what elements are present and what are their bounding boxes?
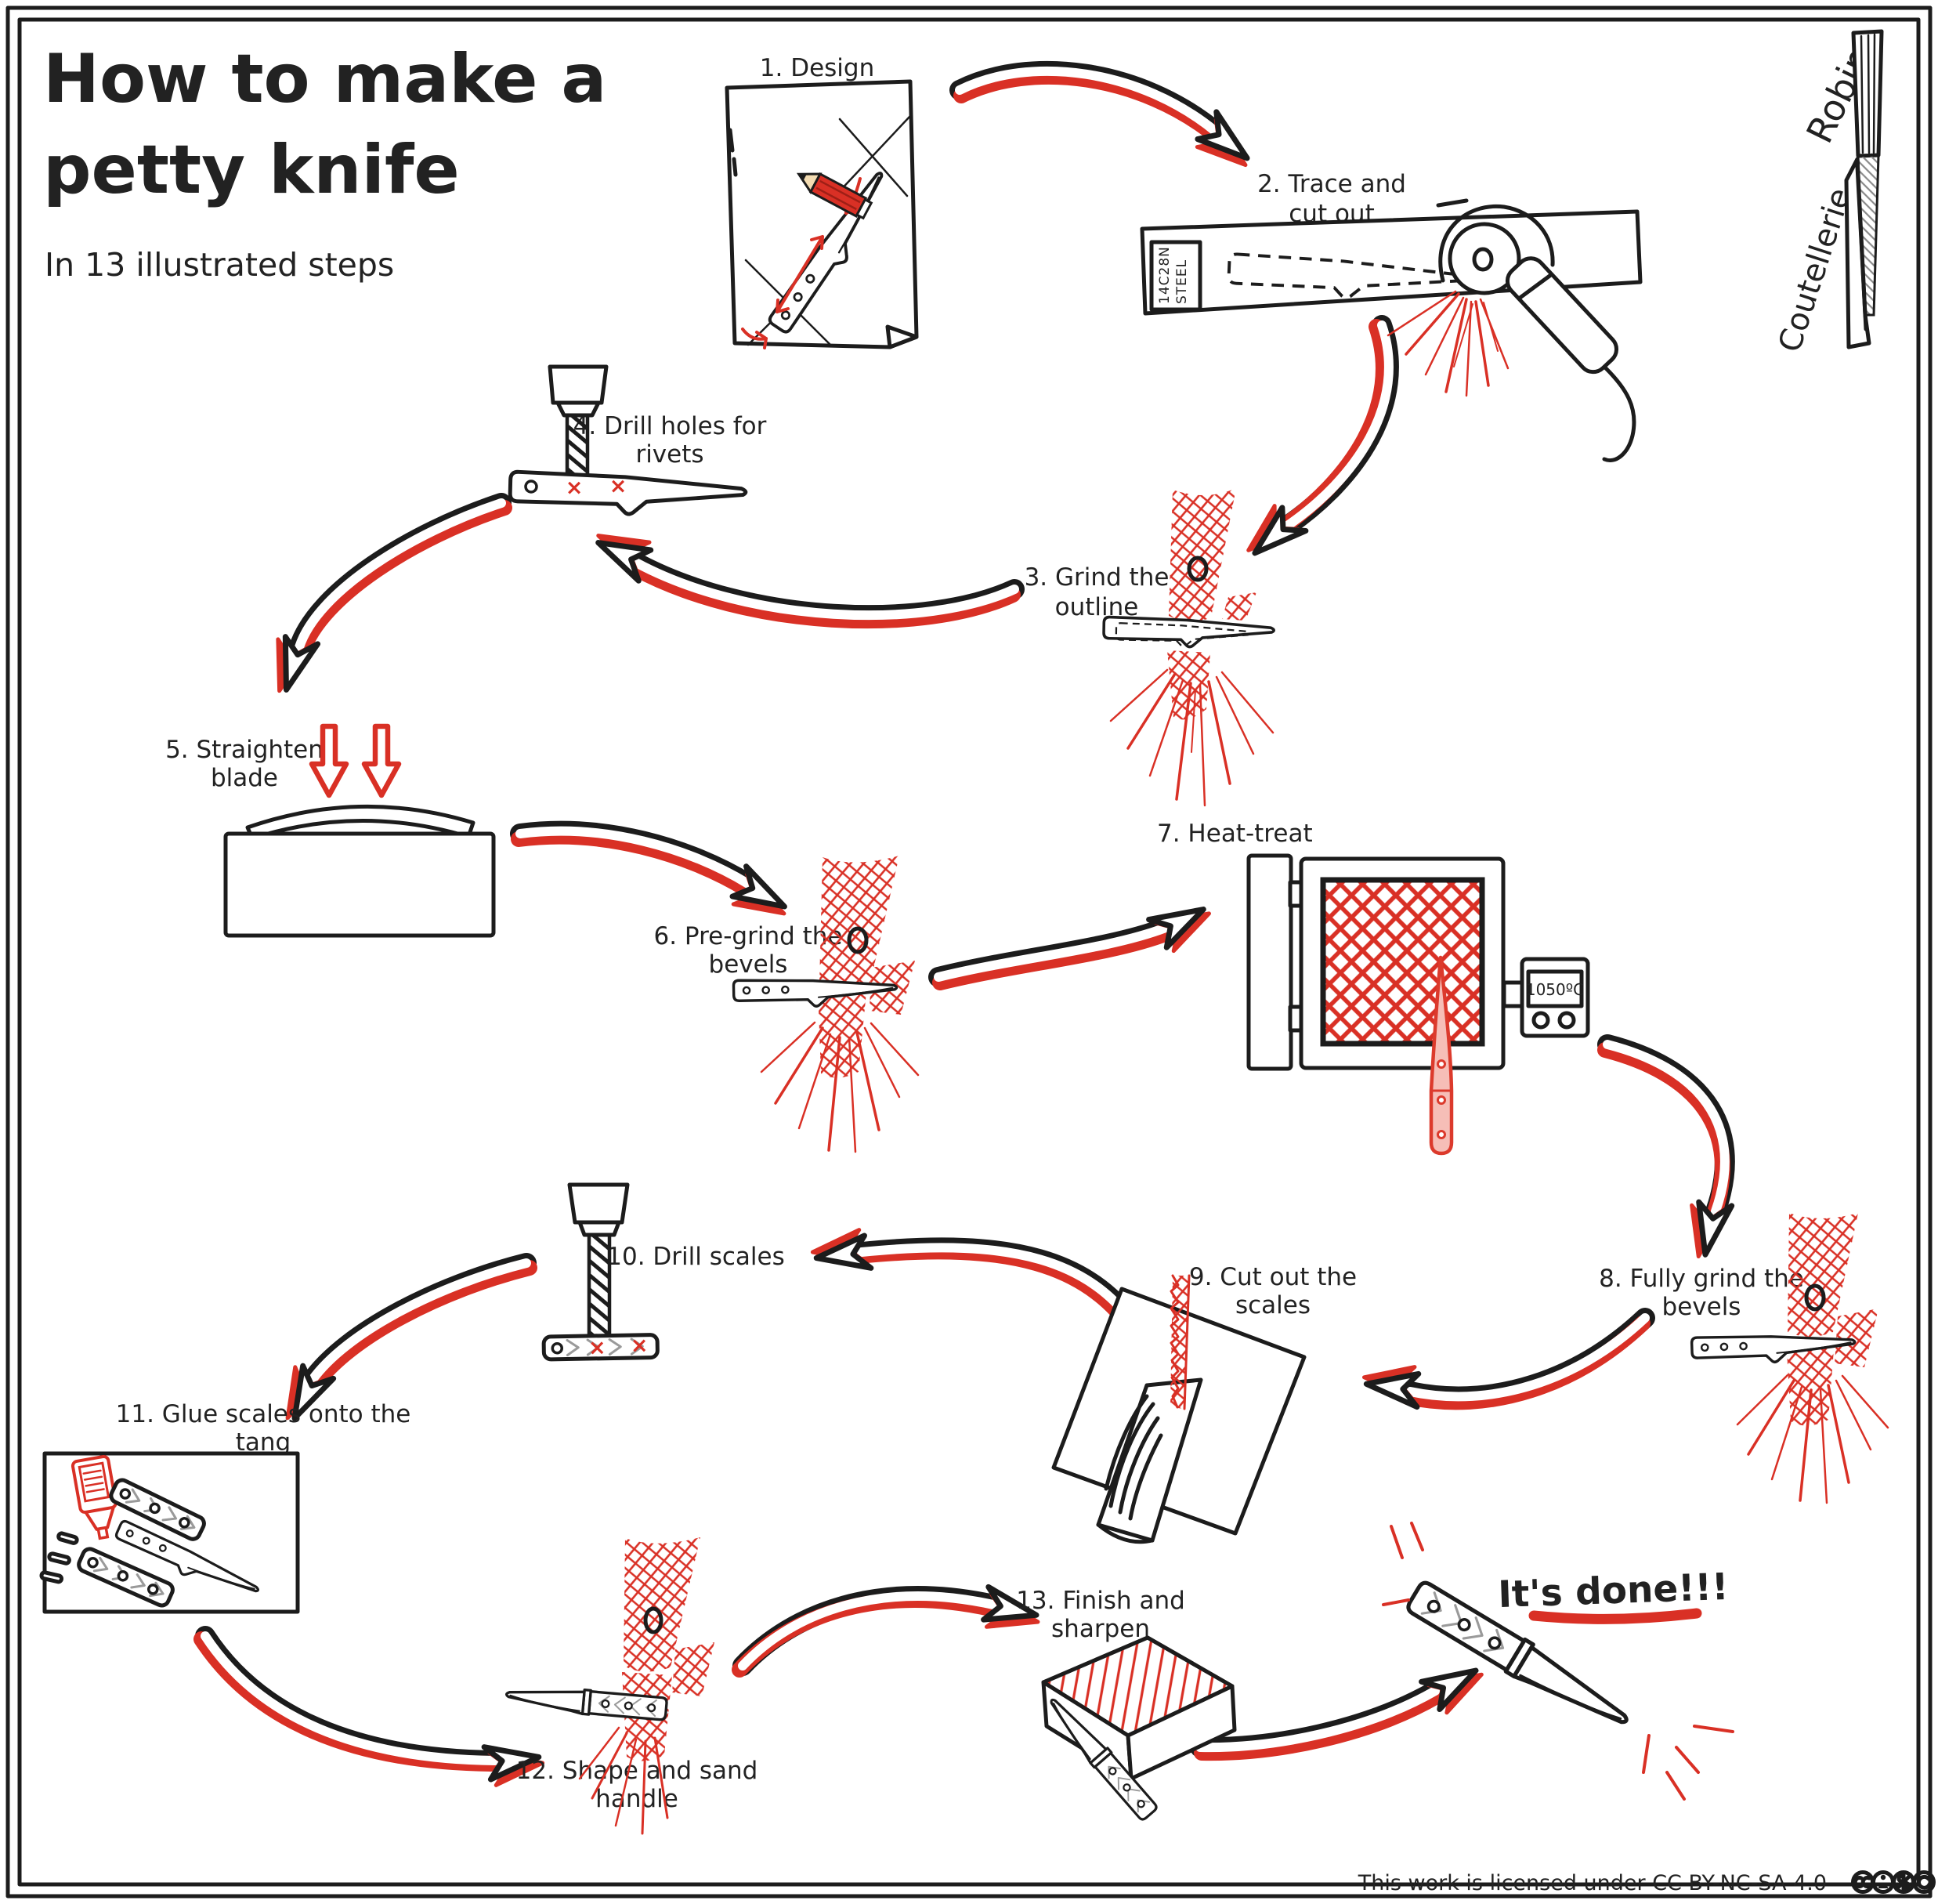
oven-temperature-readout: 1050ºC — [1526, 980, 1584, 999]
step-10: 10. Drill scales × × — [541, 1182, 785, 1362]
step-4: 4. Drill holes for rivets × × — [510, 364, 767, 517]
step-5-label-line1: 5. Straighten — [165, 736, 324, 764]
flow-arrow-4-5 — [263, 493, 512, 697]
anvil-block — [223, 831, 496, 938]
flow-arrow-13-done — [1190, 1656, 1490, 1761]
flow-arrow-9-10 — [811, 1229, 1144, 1336]
step-11-label-line1: 11. Glue scales onto the — [116, 1400, 411, 1428]
pencil-icon — [796, 172, 873, 220]
scale-drill-mark-2: × — [631, 1334, 649, 1358]
flow-arrow-7-8 — [1597, 1034, 1735, 1261]
belt-grinder-belt — [1167, 488, 1256, 720]
step-13-label-line1: 13. Finish and — [1016, 1587, 1185, 1615]
sand-sparks — [578, 1726, 669, 1835]
done-underline — [1528, 1608, 1702, 1624]
step-3-label-line1: 3. Grind the — [1025, 563, 1170, 592]
step-1: 1. Design — [725, 54, 919, 349]
kiln-controller: 1050ºC — [1520, 957, 1590, 1038]
done-text: It's done!!! — [1497, 1566, 1729, 1616]
grinder-sparks — [1387, 290, 1510, 397]
step-3: 3. Grind the outline — [1025, 488, 1276, 807]
bandsaw-blade — [1170, 1274, 1191, 1410]
step-6-label-line1: 6. Pre-grind the — [654, 922, 843, 950]
step-5: 5. Straighten blade — [165, 726, 496, 938]
step-2-label-line1: 2. Trace and — [1257, 170, 1406, 198]
red-hot-knife — [1429, 955, 1454, 1156]
steel-label-line2: STEEL — [1174, 259, 1190, 304]
step-4-label-line1: 4. Drill holes for — [573, 412, 767, 440]
step-7: 7. Heat-treat 1050ºC — [1157, 820, 1590, 1156]
wood-block — [1096, 1377, 1203, 1544]
flow-arrow-8-9 — [1361, 1308, 1655, 1410]
license-footer: This work is licensed under CC BY-NC-SA … — [1358, 1870, 1936, 1895]
cc-icon — [1851, 1870, 1875, 1894]
outer-border — [5, 5, 1933, 1899]
rivet-mark-1: × — [566, 476, 584, 500]
flow-arrow-1-2 — [949, 60, 1260, 179]
steel-label-line1: 14C28N — [1157, 246, 1173, 304]
press-arrow-2 — [364, 726, 399, 795]
belt-grinder-belt — [1786, 1213, 1878, 1426]
step-4-label-line2: rivets — [635, 440, 703, 469]
flow-arrow-3-4 — [588, 520, 1025, 629]
page-subtitle: In 13 illustrated steps — [45, 246, 394, 284]
angle-grinder-icon — [1436, 198, 1636, 462]
step-9-label-line1: 9. Cut out the — [1189, 1263, 1357, 1291]
step-6: 6. Pre-grind the bevels — [654, 856, 920, 1153]
step-8-label-line1: 8. Fully grind the — [1599, 1265, 1804, 1293]
flow-arrow-5-6 — [510, 820, 795, 928]
wood-scale-strip: × × — [541, 1333, 660, 1362]
step-9-label-line2: scales — [1235, 1291, 1311, 1319]
rivet-mark-2: × — [609, 474, 627, 498]
step-12: 12. Shape and sand handle — [504, 1537, 758, 1835]
nc-icon — [1892, 1870, 1915, 1894]
step-5-label-line2: blade — [211, 764, 278, 792]
step-8-label-line2: bevels — [1662, 1293, 1741, 1321]
step-6-label-line2: bevels — [709, 950, 788, 979]
grind-sparks — [1109, 668, 1275, 807]
page-title-line1: How to make a — [43, 40, 606, 118]
flow-arrow-6-7 — [928, 894, 1217, 990]
step-11: 11. Glue scales onto the tang — [39, 1400, 411, 1614]
step-13: 13. Finish and sharpen — [1016, 1587, 1237, 1823]
handle-pins — [39, 1531, 79, 1584]
step-1-label: 1. Design — [760, 54, 874, 82]
sparkle-lines — [1382, 1522, 1734, 1801]
belt-grinder-belt — [818, 856, 915, 1078]
step-2: 2. Trace and cut out 14C28N STEEL — [1140, 170, 1643, 462]
inner-border — [17, 17, 1921, 1887]
flow-arrow-2-3 — [1238, 315, 1399, 567]
logo-coutellerie-robin: Robin Coutellerie — [1772, 29, 1884, 357]
drill-bit-icon — [548, 364, 609, 483]
logo-knife-icon — [1844, 29, 1884, 349]
drill-bit-icon — [567, 1182, 630, 1339]
design-paper-illustration — [725, 79, 919, 349]
step-12-label-line1: 12. Shape and sand — [516, 1757, 758, 1785]
bent-blade — [245, 804, 475, 841]
flow-arrow-11-12 — [193, 1626, 544, 1786]
by-icon — [1871, 1870, 1895, 1894]
license-text: This work is licensed under CC BY-NC-SA … — [1358, 1871, 1827, 1895]
grind-sparks — [1736, 1374, 1889, 1504]
glue-bottle-icon — [71, 1454, 118, 1540]
flow-arrow-10-11 — [273, 1253, 537, 1428]
step-7-label: 7. Heat-treat — [1157, 820, 1313, 848]
finished-knife-section: It's done!!! — [1382, 1522, 1734, 1801]
step-9: 9. Cut out the scales — [1051, 1263, 1357, 1544]
step-8: 8. Fully grind the bevels — [1599, 1213, 1889, 1504]
scale-drill-mark-1: × — [588, 1336, 606, 1360]
flow-arrow-12-13 — [732, 1587, 1043, 1678]
kiln-illustration: 1050ºC — [1246, 853, 1590, 1156]
belt-grinder-belt — [622, 1537, 714, 1761]
sa-icon — [1912, 1870, 1936, 1894]
page-title-line2: petty knife — [43, 131, 460, 209]
grind-sparks — [760, 1021, 920, 1153]
step-13-label-line2: sharpen — [1051, 1615, 1150, 1643]
step-10-label: 10. Drill scales — [606, 1243, 785, 1271]
